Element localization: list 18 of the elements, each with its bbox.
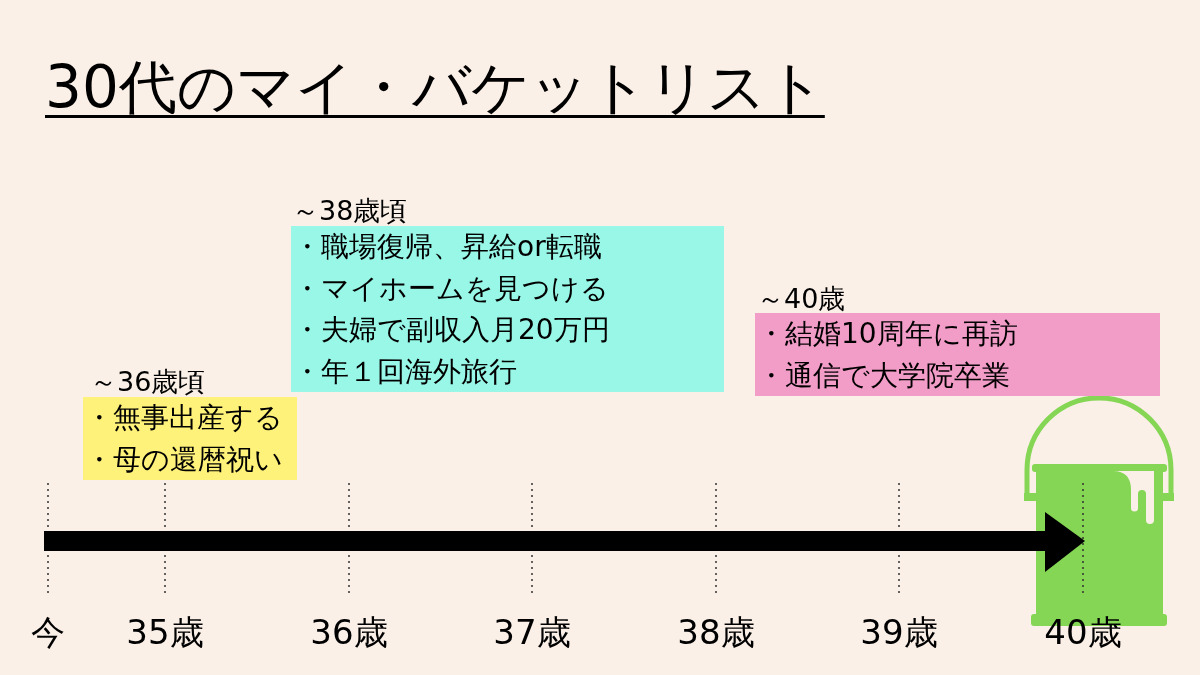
tick-label: 35歳	[126, 612, 204, 652]
list-item: ・無事出産する	[85, 400, 283, 436]
tick-label: 37歳	[493, 612, 571, 652]
list-item: ・通信で大学院卒業	[757, 357, 1010, 394]
period-heading: ～36歳頃	[90, 367, 206, 397]
list-item: ・結婚10周年に再訪	[757, 316, 1018, 352]
tick-label: 39歳	[860, 612, 938, 652]
list-item: ・年１回海外旅行	[293, 353, 517, 390]
tick-label: 今	[31, 612, 65, 652]
list-item: ・母の還暦祝い	[85, 441, 283, 478]
period-heading: ～40歳	[757, 284, 846, 314]
page-title: 30代のマイ・バケットリスト	[45, 52, 825, 123]
tick-label: 36歳	[310, 612, 388, 652]
list-item: ・職場復帰、昇給or転職	[293, 229, 602, 265]
period-heading: ～38歳頃	[292, 196, 408, 226]
list-item: ・マイホームを見つける	[293, 270, 609, 307]
list-item: ・夫婦で副収入月20万円	[293, 312, 610, 348]
tick-label: 38歳	[677, 612, 755, 652]
